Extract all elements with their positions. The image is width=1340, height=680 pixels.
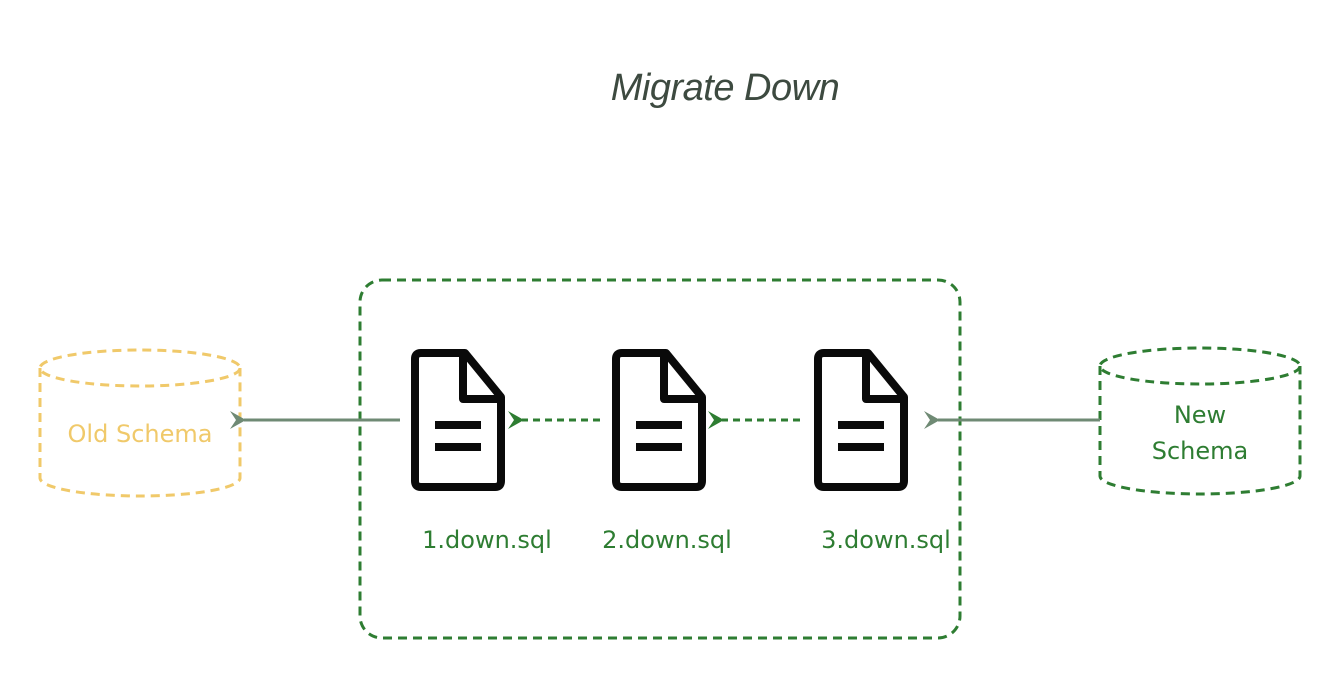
old-schema-label: Old Schema bbox=[68, 420, 213, 448]
file-1-label: 1.down.sql bbox=[422, 526, 552, 554]
file-3-document-icon[interactable] bbox=[814, 349, 908, 491]
file-2-label: 2.down.sql bbox=[602, 526, 732, 554]
new-schema-database-icon[interactable]: New Schema bbox=[1098, 346, 1302, 496]
old-schema-database-icon[interactable]: Old Schema bbox=[38, 348, 242, 498]
migrations-container bbox=[358, 278, 962, 640]
page-title: Migrate Down bbox=[611, 67, 839, 109]
new-schema-label-line2: Schema bbox=[1152, 437, 1249, 465]
file-2-document-icon[interactable] bbox=[612, 349, 706, 491]
new-schema-label-line1: New bbox=[1174, 401, 1226, 429]
file-3-label: 3.down.sql bbox=[821, 526, 951, 554]
file-1-document-icon[interactable] bbox=[411, 349, 505, 491]
